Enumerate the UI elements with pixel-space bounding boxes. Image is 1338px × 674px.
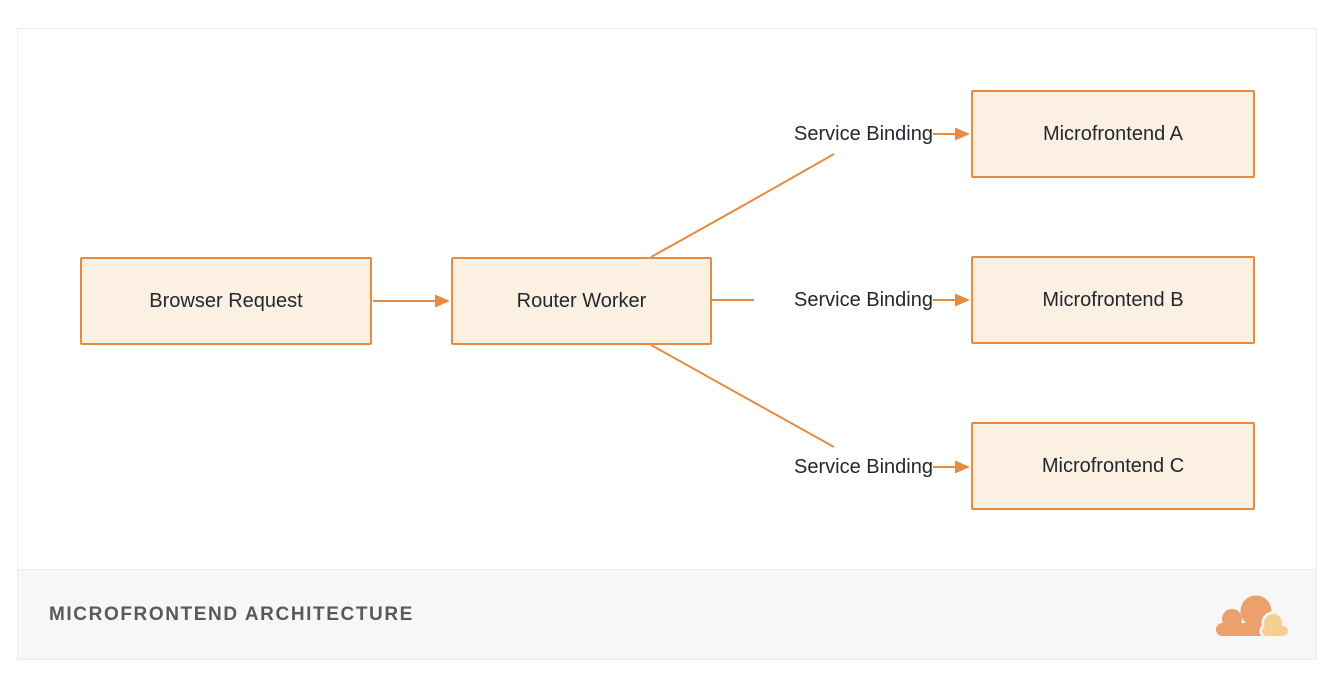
node-browser-request: Browser Request <box>80 257 372 345</box>
footer-title: MICROFRONTEND ARCHITECTURE <box>49 603 414 625</box>
footer-bar: MICROFRONTEND ARCHITECTURE <box>18 569 1316 659</box>
edge-router-to-label-a <box>650 153 835 258</box>
diagram-card: Browser Request Router Worker Microfront… <box>17 28 1317 660</box>
edge-label-service-binding-a: Service Binding <box>794 123 933 145</box>
arrowhead-into-mfc <box>955 460 970 474</box>
arrowhead-into-router <box>435 294 450 308</box>
node-microfrontend-a-label: Microfrontend A <box>1042 122 1184 145</box>
arrowhead-into-mfa <box>955 127 970 141</box>
arrowhead-into-mfb <box>955 293 970 307</box>
cloudflare-cloud-light <box>1262 613 1288 636</box>
node-microfrontend-b: Microfrontend B <box>971 256 1255 344</box>
node-router-worker: Router Worker <box>451 257 712 345</box>
edge-label-service-binding-b: Service Binding <box>794 289 933 311</box>
node-microfrontend-b-label: Microfrontend B <box>1042 288 1184 311</box>
node-microfrontend-a: Microfrontend A <box>971 90 1255 178</box>
node-microfrontend-c: Microfrontend C <box>971 422 1255 510</box>
edge-router-to-label-c <box>650 344 835 448</box>
diagram-canvas: Browser Request Router Worker Microfront… <box>18 29 1318 571</box>
edge-label-service-binding-c: Service Binding <box>794 456 933 478</box>
cloudflare-logo <box>1216 595 1289 638</box>
node-browser-request-label: Browser Request <box>149 289 303 312</box>
node-router-worker-label: Router Worker <box>516 289 647 312</box>
node-microfrontend-c-label: Microfrontend C <box>1041 454 1185 477</box>
